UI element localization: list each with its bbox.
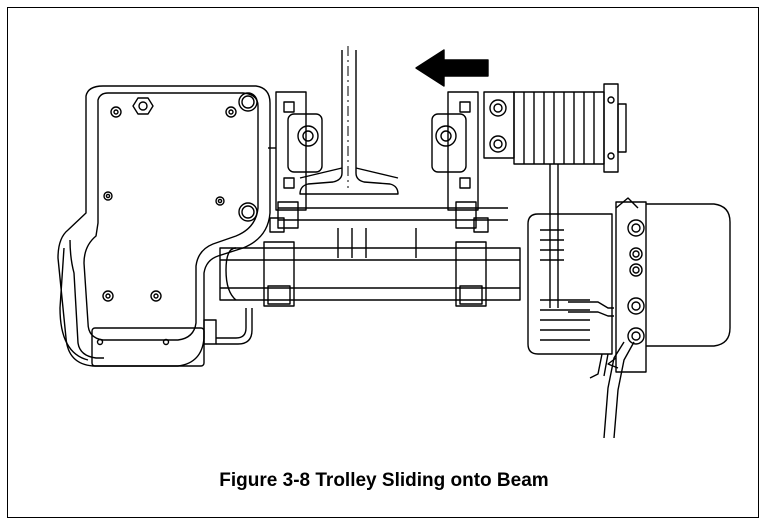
control-housing — [527, 197, 731, 439]
load-bar — [219, 241, 521, 307]
trolley-drawing — [57, 46, 731, 439]
trolley-wheels — [268, 91, 479, 211]
motor — [483, 83, 627, 308]
figure-caption: Figure 3-8 Trolley Sliding onto Beam — [219, 470, 549, 491]
left-housing — [57, 85, 271, 367]
housing-bolts — [102, 106, 237, 302]
i-beam — [299, 46, 399, 195]
cross-shafts — [269, 201, 508, 258]
figure-frame: Figure 3-8 Trolley Sliding onto Beam — [7, 7, 759, 518]
arrow-left-icon — [415, 49, 489, 87]
